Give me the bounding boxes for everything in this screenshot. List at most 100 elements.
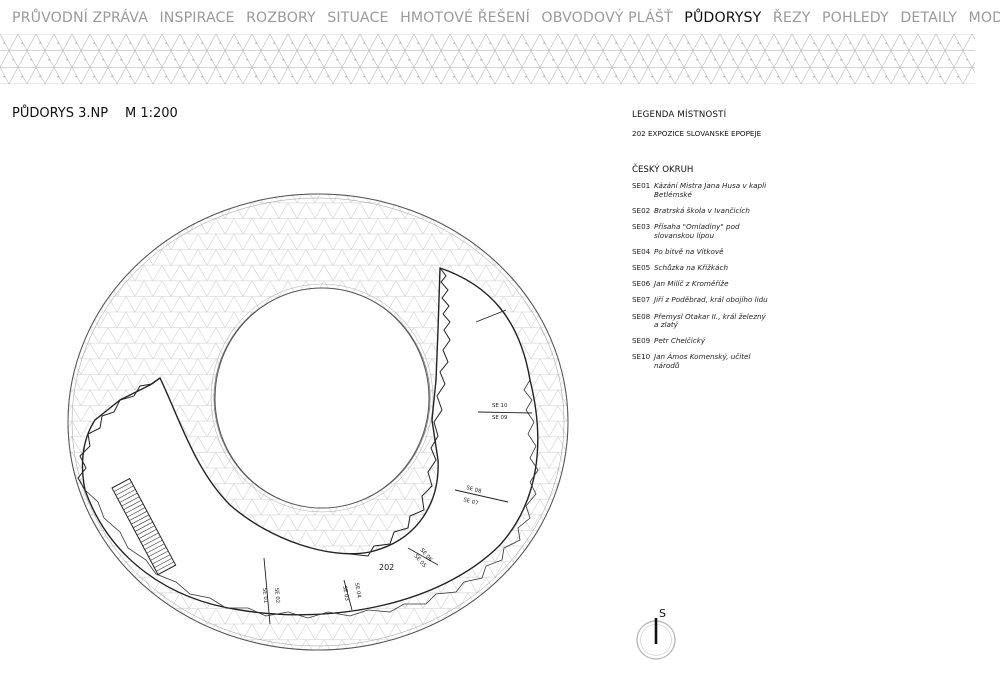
exhibition-ramp: [77, 267, 539, 619]
pattern-dot: [84, 59, 86, 61]
pattern-dot: [183, 75, 185, 78]
pattern-dot: [543, 42, 545, 44]
stair-step: [140, 532, 159, 543]
pattern-dot: [561, 42, 563, 44]
pattern-dot: [498, 59, 500, 61]
pattern-dot: [21, 75, 23, 78]
pattern-dot: [273, 75, 275, 78]
nav-item-detaily[interactable]: DETAILY: [900, 10, 958, 26]
pattern-dot: [669, 42, 671, 44]
pattern-dot: [669, 75, 671, 78]
pattern-dot: [165, 75, 167, 78]
pattern-dot: [543, 75, 545, 78]
nav-item-obvodový-plášť[interactable]: OBVODOVÝ PLÁŠŤ: [541, 10, 673, 26]
pattern-dot: [615, 75, 617, 78]
pattern-dot: [651, 75, 653, 78]
pattern-dot: [291, 42, 293, 44]
pattern-dot: [210, 59, 212, 61]
nav-item-situace[interactable]: SITUACE: [327, 10, 389, 26]
pattern-dot: [408, 59, 410, 61]
pattern-dot: [606, 59, 608, 61]
pattern-dot: [831, 75, 833, 78]
legend-item-description: Po bitvě na Vítkově: [654, 246, 724, 256]
pattern-dot: [561, 75, 563, 78]
pattern-dot: [732, 59, 734, 61]
pattern-dot: [291, 75, 293, 78]
stair-step: [125, 503, 144, 514]
pattern-dot: [363, 75, 365, 78]
pattern-dot: [453, 75, 455, 78]
legend-item-description: Petr Chelčický: [654, 336, 706, 346]
pattern-dot: [444, 59, 446, 61]
pattern-dot: [480, 59, 482, 61]
pattern-dot: [885, 42, 887, 44]
section-label: SE 01: [261, 588, 268, 604]
legend-item-code: SE01: [632, 181, 651, 190]
nav-item-hmotové-řešení[interactable]: HMOTOVÉ ŘEŠENÍ: [400, 10, 530, 26]
pattern-dot: [219, 42, 221, 44]
pattern-dot: [588, 59, 590, 61]
pattern-dot: [930, 59, 932, 61]
nav-item-inspirace[interactable]: INSPIRACE: [159, 10, 235, 26]
section-label: SE 03: [341, 585, 350, 601]
pattern-dot: [687, 75, 689, 78]
section-label: SE 07: [462, 497, 478, 507]
stair-step: [127, 507, 146, 518]
main-navigation: PRŮVODNÍ ZPRÁVA INSPIRACE ROZBORY SITUACE HM…: [12, 8, 1000, 28]
pattern-dot: [129, 42, 131, 44]
nav-item-rozbory[interactable]: ROZBORY: [246, 10, 316, 26]
pattern-dot: [516, 59, 518, 61]
stair-step: [142, 536, 161, 547]
pattern-dot: [912, 59, 914, 61]
section-label: SE 04: [353, 582, 362, 599]
pattern-dot: [57, 42, 59, 44]
pattern-dot: [120, 59, 122, 61]
pattern-dot: [30, 59, 32, 61]
pattern-dot: [318, 59, 320, 61]
nav-item-model[interactable]: MODEL: [968, 10, 1000, 26]
legend-item-code: SE09: [632, 336, 651, 346]
pattern-dot: [327, 42, 329, 44]
pattern-dot: [327, 75, 329, 78]
pattern-dot: [300, 59, 302, 61]
pattern-dot: [651, 42, 653, 44]
pattern-dot: [921, 42, 923, 44]
pattern-dot: [309, 75, 311, 78]
nav-item-řezy[interactable]: ŘEZY: [772, 10, 811, 26]
stair-step: [129, 510, 148, 521]
pattern-dot: [525, 42, 527, 44]
pattern-dot: [723, 42, 725, 44]
pattern-dot: [228, 59, 230, 61]
pattern-dot: [768, 59, 770, 61]
pattern-dot: [579, 75, 581, 78]
nav-item-půdorysy[interactable]: PŮDORYSY: [684, 10, 762, 26]
pattern-dot: [795, 75, 797, 78]
pattern-dot: [57, 75, 59, 78]
pattern-dot: [435, 42, 437, 44]
pattern-dot: [741, 75, 743, 78]
stair-step: [115, 485, 134, 496]
triangulation-lines: [0, 34, 975, 84]
pattern-dot: [201, 75, 203, 78]
pattern-dot: [696, 59, 698, 61]
legend-item-code: SE03: [632, 221, 651, 231]
nav-item-průvodní-zpráva[interactable]: PRŮVODNÍ ZPRÁVA: [12, 10, 149, 26]
stair-step: [148, 547, 167, 558]
legend-item-description: Přísaha "Omladiny" pod slovanskou lípou: [654, 221, 740, 240]
pattern-dot: [435, 75, 437, 78]
pattern-dot: [849, 75, 851, 78]
pattern-dot: [462, 59, 464, 61]
pattern-dot: [372, 59, 374, 61]
pattern-dot: [21, 42, 23, 44]
pattern-dot: [363, 42, 365, 44]
pattern-dot: [804, 59, 806, 61]
stair-step: [113, 481, 132, 492]
nav-item-pohledy[interactable]: POHLEDY: [822, 10, 889, 26]
pattern-dot: [921, 75, 923, 78]
pattern-dot: [660, 59, 662, 61]
pattern-dot: [525, 75, 527, 78]
